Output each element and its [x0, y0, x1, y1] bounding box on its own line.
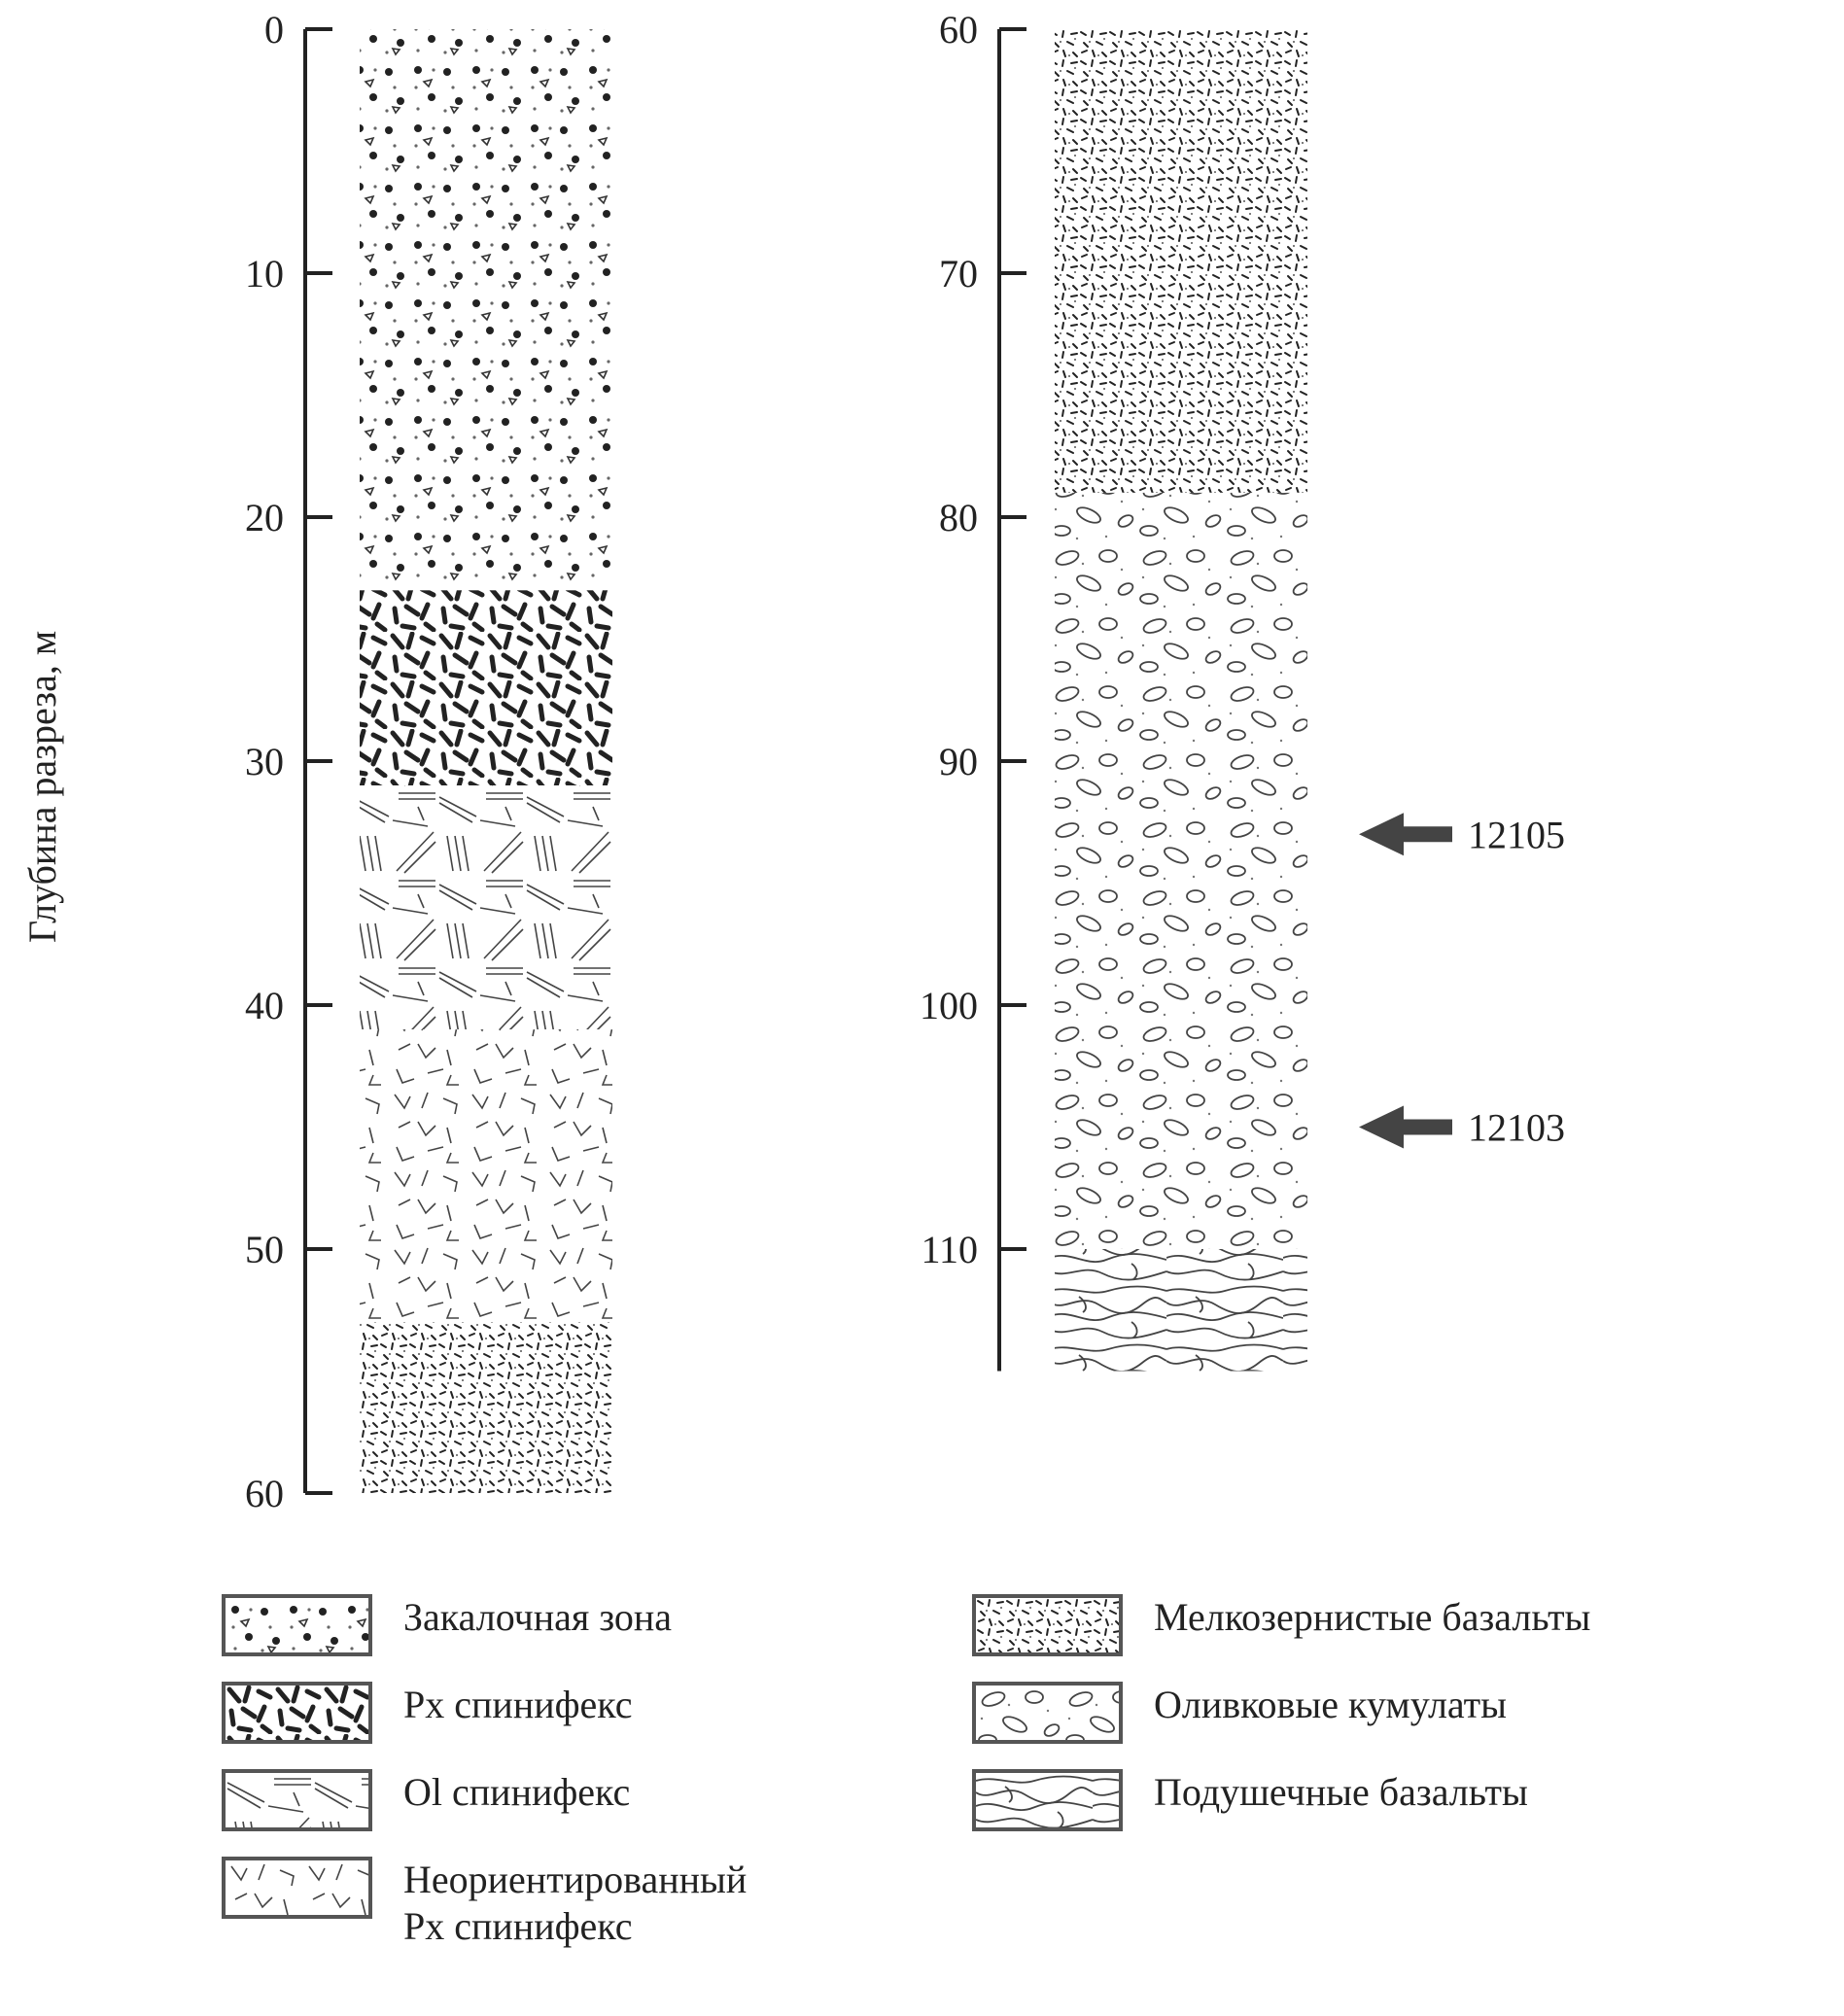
layer-chill-zone [360, 29, 612, 591]
right-tick-label: 90 [939, 740, 978, 783]
stratigraphic-columns: 0 10 20 30 40 50 60 60 70 80 90 100 110 12105 12103 [245, 8, 1565, 1515]
legend-label: Неориентированный Px спинифекс [403, 1858, 748, 1948]
legend-item-px-spinifex: Px спинифекс [222, 1682, 633, 1744]
legend-label: Оливковые кумулаты [1154, 1683, 1507, 1726]
left-section-column: 0 10 20 30 40 50 60 [245, 8, 612, 1515]
legend-label: Ol спинифекс [403, 1770, 631, 1814]
right-section-column: 60 70 80 90 100 110 [920, 8, 1307, 1372]
layer-fine-basalt [360, 1322, 612, 1493]
legend-swatch-fine-basalt [972, 1594, 1123, 1656]
left-tick-label: 40 [245, 984, 284, 1027]
layer-ol-spinifex [360, 785, 612, 1030]
legend-swatch-olivine-cumulate [972, 1682, 1123, 1744]
arrow-left-icon [1359, 813, 1452, 856]
right-tick-label: 70 [939, 252, 978, 295]
layer-olivine-cumulate [1055, 492, 1307, 1249]
left-tick-label: 0 [264, 8, 284, 52]
legend-label: Мелкозернистые базальты [1154, 1595, 1591, 1639]
layer-random-px-spinifex [360, 1029, 612, 1323]
legend-swatch-pillow-basalt [972, 1769, 1123, 1831]
left-tick-label: 20 [245, 496, 284, 539]
layer-px-spinifex [360, 590, 612, 786]
legend-swatch-chill-zone [222, 1594, 372, 1656]
right-tick-label: 60 [939, 8, 978, 52]
right-tick-label: 100 [920, 984, 978, 1027]
sample-label: 12105 [1468, 813, 1565, 856]
left-tick-label: 10 [245, 252, 284, 295]
sample-markers: 12105 12103 [1359, 813, 1565, 1150]
legend-swatch-ol-spinifex [222, 1769, 372, 1831]
legend-swatch-px-spinifex [222, 1682, 372, 1744]
legend-item-ol-spinifex: Ol спинифекс [222, 1769, 630, 1831]
legend-label: Подушечные базальты [1154, 1770, 1528, 1814]
legend-item-chill-zone: Закалочная зона [222, 1594, 672, 1656]
legend-item-pillow-basalt: Подушечные базальты [972, 1769, 1528, 1831]
arrow-left-icon [1359, 1105, 1452, 1149]
sample-label: 12103 [1468, 1106, 1565, 1150]
layer-pillow-basalt [1055, 1249, 1307, 1372]
legend-label: Закалочная зона [403, 1595, 673, 1639]
left-tick-label: 60 [245, 1472, 284, 1515]
layer-fine-basalt [1055, 29, 1307, 493]
left-tick-label: 30 [245, 740, 284, 783]
legend-swatch-random-px-spinifex [222, 1857, 372, 1919]
legend-label: Px спинифекс [403, 1683, 633, 1726]
legend-item-fine-basalt: Мелкозернистые базальты [972, 1594, 1590, 1656]
right-tick-label: 80 [939, 496, 978, 539]
left-tick-label: 50 [245, 1228, 284, 1271]
legend-item-random-px-spinifex: Неориентированный Px спинифекс [222, 1857, 747, 1950]
legend-item-olivine-cumulate: Оливковые кумулаты [972, 1682, 1507, 1744]
right-tick-label: 110 [921, 1228, 978, 1271]
